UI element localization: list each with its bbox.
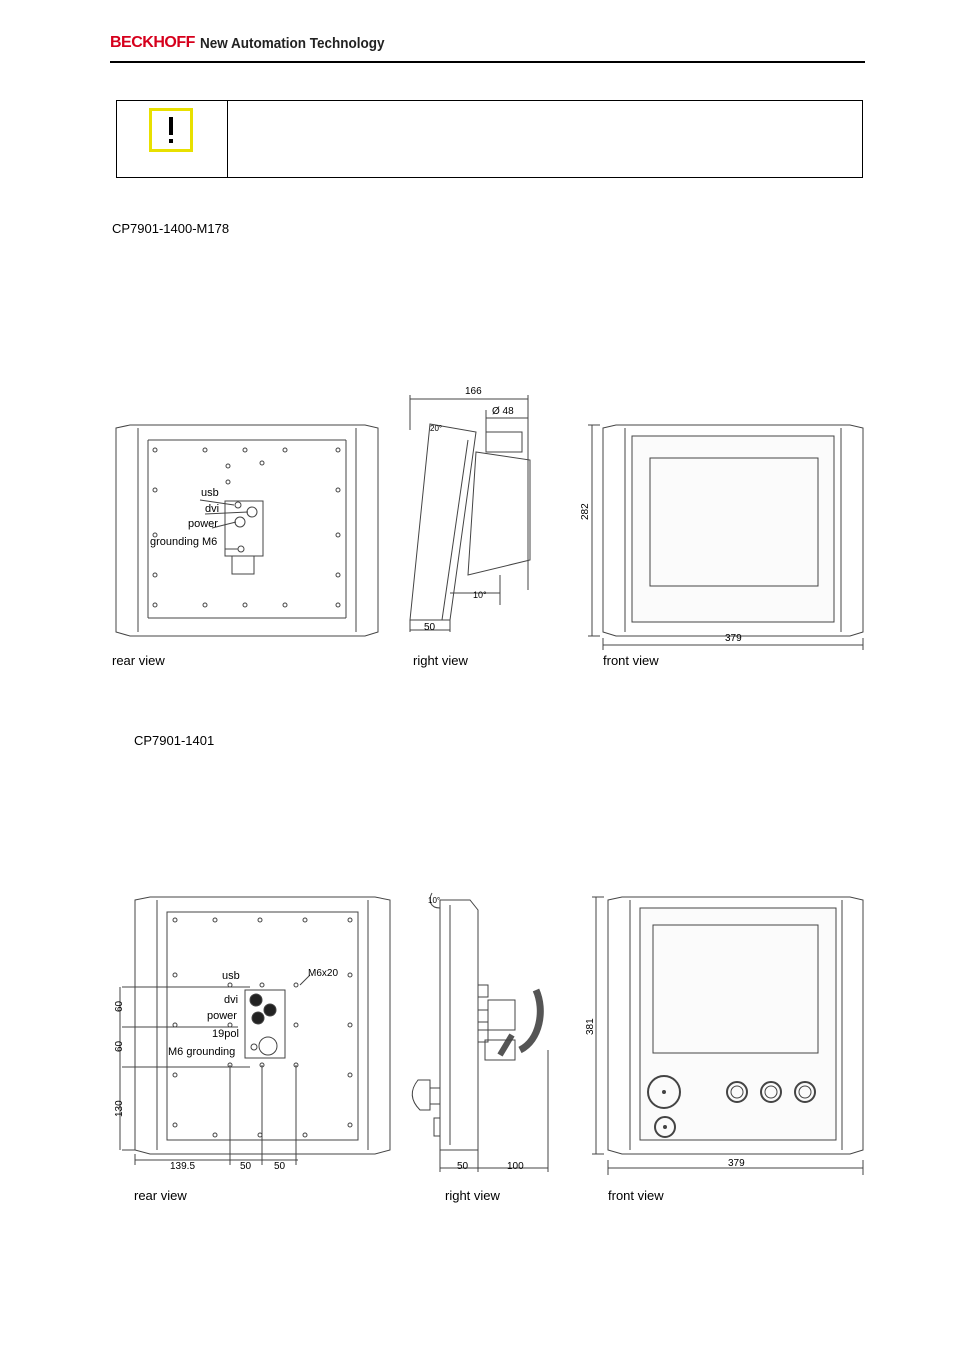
front-view-1-caption: front view bbox=[603, 653, 659, 668]
dim-depth-1: 166 bbox=[465, 386, 482, 397]
rear-view-2-caption: rear view bbox=[134, 1188, 187, 1203]
front-view-2-drawing bbox=[592, 896, 864, 1175]
exclamation-warning-icon bbox=[149, 108, 193, 152]
rear-view-2-drawing bbox=[119, 896, 391, 1165]
front-view-2-caption: front view bbox=[608, 1188, 664, 1203]
dim-base-2: 50 bbox=[457, 1161, 469, 1172]
dim-angle-top-1: 20° bbox=[430, 424, 443, 433]
right-view-2-caption: right view bbox=[445, 1188, 500, 1203]
dim-angle-2: 10° bbox=[428, 896, 441, 905]
dim-diameter-1: Ø 48 bbox=[492, 406, 514, 417]
right-view-1-caption: right view bbox=[413, 653, 468, 668]
header-rule bbox=[110, 61, 865, 63]
label-usb-1: usb bbox=[201, 487, 219, 499]
brand-logo: BECKHOFF bbox=[110, 34, 195, 51]
dim-h3-2: 50 bbox=[274, 1161, 286, 1172]
note-divider bbox=[227, 101, 228, 177]
rear-view-1-drawing bbox=[115, 424, 379, 637]
note-box bbox=[116, 100, 863, 178]
label-dvi-2: dvi bbox=[224, 994, 239, 1006]
brand-tagline: New Automation Technology bbox=[200, 35, 385, 52]
dim-h1-2: 139.5 bbox=[170, 1161, 196, 1172]
right-view-1-drawing bbox=[409, 395, 531, 632]
front-view-1-drawing bbox=[588, 424, 864, 650]
label-usb-2: usb bbox=[222, 970, 240, 982]
dim-depth-2: 100 bbox=[507, 1161, 524, 1172]
dim-width-2: 379 bbox=[728, 1158, 745, 1169]
dim-base-1: 50 bbox=[424, 622, 436, 633]
label-dvi-1: dvi bbox=[205, 503, 220, 515]
section2-title: CP7901-1401 bbox=[134, 733, 215, 748]
dim-angle-bottom-1: 10° bbox=[473, 590, 487, 600]
dim-height-1: 282 bbox=[580, 503, 591, 520]
dim-h2-2: 50 bbox=[240, 1161, 252, 1172]
label-power-2: power bbox=[207, 1010, 237, 1022]
label-grounding-1: grounding M6 bbox=[150, 536, 218, 548]
label-grounding-2: M6 grounding bbox=[168, 1046, 236, 1058]
dim-v3-2: 130 bbox=[114, 1100, 125, 1117]
dim-height-2: 381 bbox=[585, 1018, 596, 1035]
rear-view-1-caption: rear view bbox=[112, 653, 165, 668]
section1-title: CP7901-1400-M178 bbox=[112, 221, 230, 236]
label-screw-2: M6x20 bbox=[308, 968, 339, 979]
dim-v1-2: 60 bbox=[114, 1000, 125, 1012]
label-19pol-2: 19pol bbox=[212, 1028, 239, 1040]
dim-v2-2: 60 bbox=[114, 1040, 125, 1052]
label-power-1: power bbox=[188, 518, 218, 530]
dim-width-1: 379 bbox=[725, 633, 742, 644]
right-view-2-drawing bbox=[411, 892, 549, 1172]
